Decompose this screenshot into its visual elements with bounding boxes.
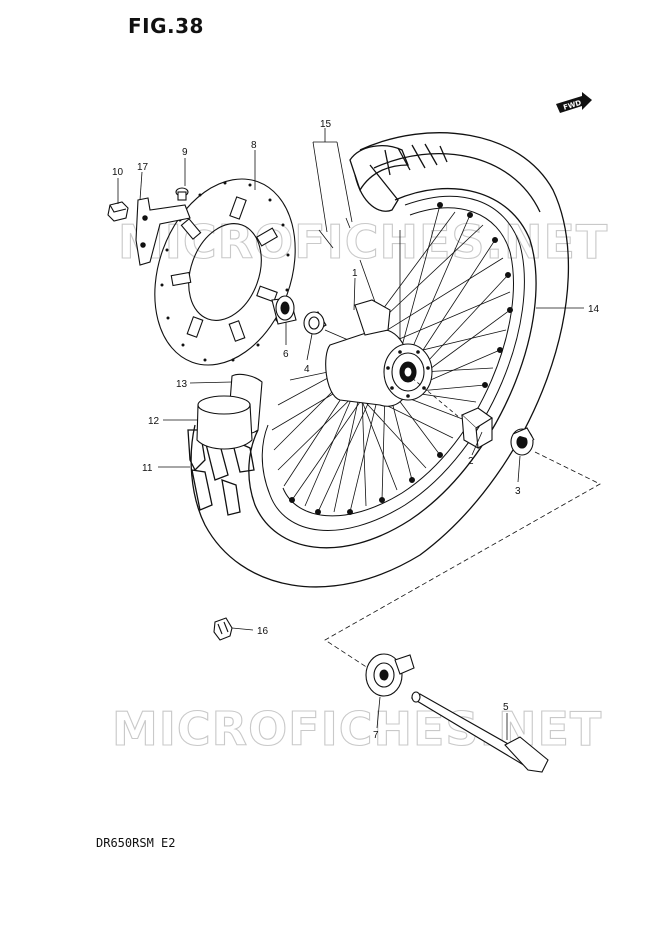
callout-16: 16 bbox=[257, 626, 269, 637]
disc-bracket bbox=[135, 197, 191, 266]
disc-bolt bbox=[175, 187, 189, 201]
callout-11: 11 bbox=[142, 463, 153, 474]
callout-9: 9 bbox=[182, 147, 188, 158]
tire bbox=[187, 132, 570, 588]
callout-17: 17 bbox=[137, 162, 149, 173]
callout-2: 2 bbox=[468, 456, 474, 467]
callout-10: 10 bbox=[112, 167, 124, 178]
callout-4: 4 bbox=[304, 364, 310, 375]
callout-14: 14 bbox=[588, 304, 600, 315]
figure-title: FIG.38 bbox=[128, 14, 204, 38]
nut bbox=[107, 201, 129, 222]
wheel-hub bbox=[325, 299, 433, 407]
fwd-label: FWD bbox=[562, 99, 582, 112]
speedometer-gearbox bbox=[365, 653, 415, 697]
callout-6: 6 bbox=[283, 349, 289, 360]
forward-arrow-icon: FWD bbox=[556, 92, 592, 113]
callout-8: 8 bbox=[251, 140, 257, 151]
callout-7: 7 bbox=[373, 730, 379, 741]
spacer-collar bbox=[271, 295, 297, 325]
callout-1: 1 bbox=[352, 268, 358, 279]
callout-3: 3 bbox=[515, 486, 521, 497]
watermark-top: MICROFICHES.NET bbox=[118, 215, 608, 269]
front-axle bbox=[410, 691, 549, 773]
callout-5: 5 bbox=[503, 702, 509, 713]
bearing-right bbox=[510, 427, 535, 456]
callout-13: 13 bbox=[176, 379, 188, 390]
callout-15: 15 bbox=[320, 119, 332, 130]
bearing-left bbox=[303, 311, 327, 335]
axle-spacer bbox=[461, 407, 493, 450]
leader-lines bbox=[117, 128, 601, 740]
callout-12: 12 bbox=[148, 416, 160, 427]
brake-disc bbox=[154, 178, 296, 366]
valve-cap bbox=[213, 617, 233, 641]
rim-band bbox=[196, 395, 253, 450]
model-code: DR650RSM E2 bbox=[96, 836, 176, 850]
